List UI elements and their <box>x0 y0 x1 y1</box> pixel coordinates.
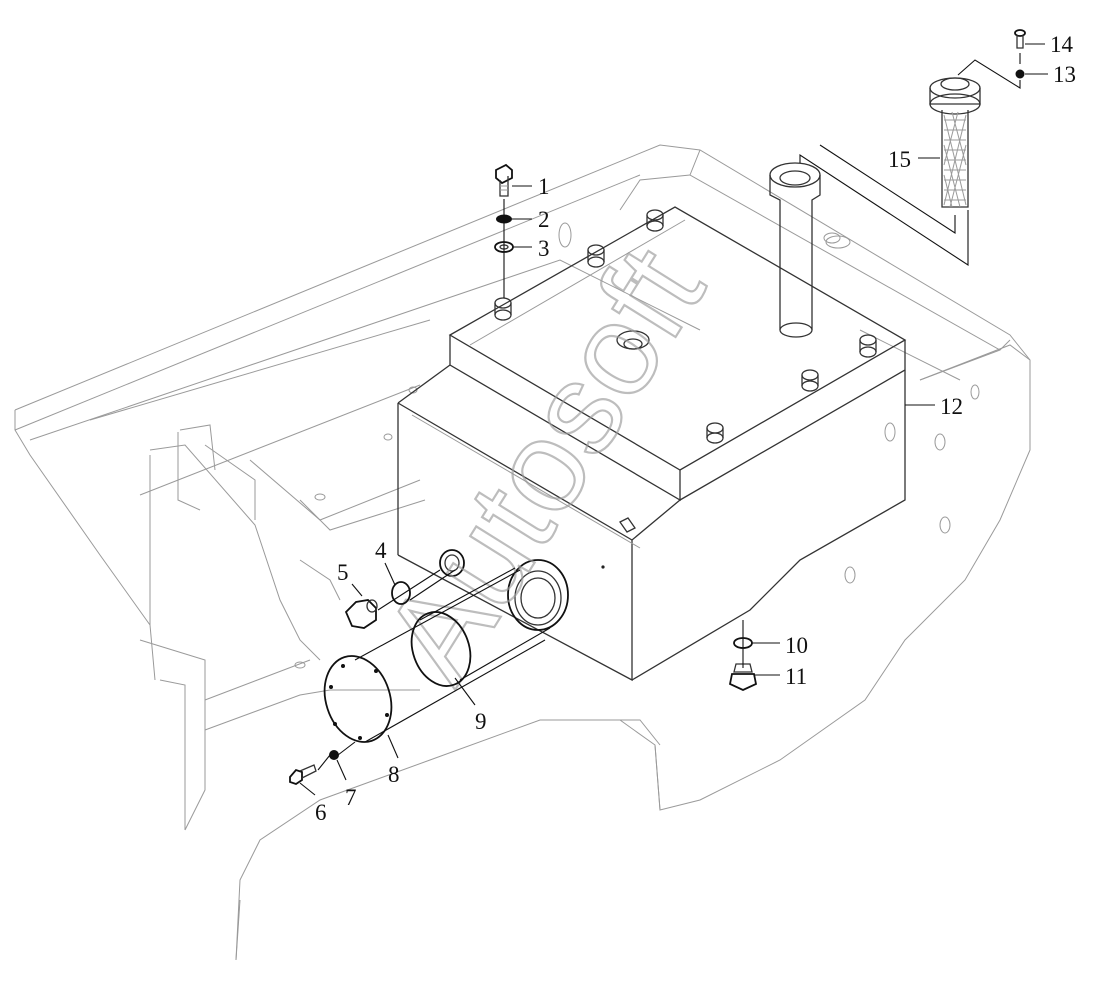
leader-lines <box>299 43 1048 796</box>
drain-plug-part-11 <box>728 663 758 691</box>
callout-labels: 1 2 3 4 5 6 7 8 9 10 11 12 13 14 15 <box>315 32 1076 825</box>
callout-4: 4 <box>375 538 387 563</box>
chassis-frame <box>14 144 1031 961</box>
callout-7: 7 <box>345 785 357 810</box>
bolt-part-1 <box>495 163 513 197</box>
callout-5: 5 <box>337 560 349 585</box>
strainer-part-15 <box>929 77 981 208</box>
callout-13: 13 <box>1053 62 1076 87</box>
washer-part-7 <box>329 750 339 760</box>
callout-15: 15 <box>888 147 911 172</box>
filler-neck <box>769 162 841 338</box>
bolt-part-6 <box>289 764 317 785</box>
callout-12: 12 <box>940 394 963 419</box>
callout-6: 6 <box>315 800 327 825</box>
callout-14: 14 <box>1050 32 1074 57</box>
cover-plate-part-8 <box>323 655 393 743</box>
o-ring-part-4 <box>391 581 411 605</box>
callout-1: 1 <box>538 174 550 199</box>
callout-8: 8 <box>388 762 400 787</box>
callout-2: 2 <box>538 207 550 232</box>
fuel-tank <box>397 162 907 682</box>
callout-9: 9 <box>475 709 487 734</box>
callout-10: 10 <box>785 633 808 658</box>
callout-3: 3 <box>538 236 550 261</box>
callout-11: 11 <box>785 664 807 689</box>
tank-boss-studs <box>494 209 877 444</box>
washer-part-13 <box>1015 69 1025 79</box>
screw-part-14 <box>1014 29 1026 49</box>
gasket-part-9 <box>410 611 472 687</box>
plug-part-5 <box>344 599 378 629</box>
tank-front-openings <box>439 517 636 631</box>
